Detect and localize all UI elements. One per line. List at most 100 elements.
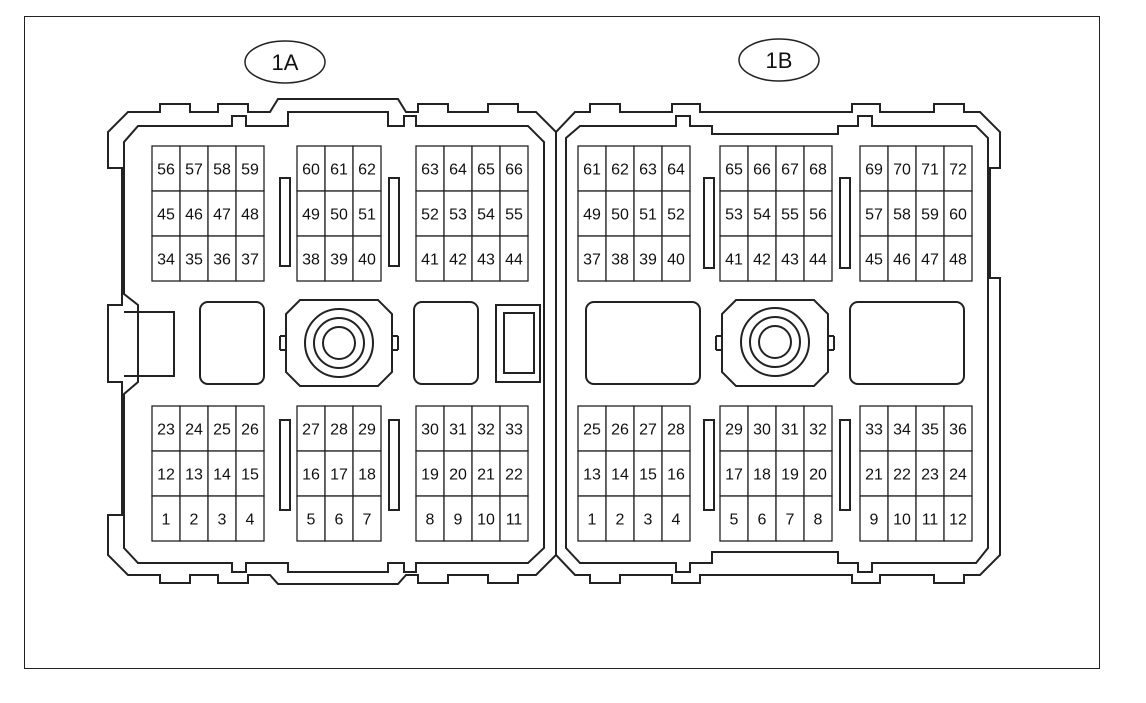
- pin-number: 47: [921, 252, 939, 269]
- pin-number: 56: [157, 162, 175, 179]
- pin-number: 39: [330, 252, 348, 269]
- pin-cell-border: [471, 190, 501, 237]
- pin-number: 41: [421, 252, 439, 269]
- connector-1b-label: 1B: [738, 38, 820, 82]
- pin-number: 9: [454, 512, 463, 529]
- pin-cell-border: [887, 450, 917, 497]
- pin-cell-border: [207, 450, 237, 497]
- pin-number: 60: [302, 162, 320, 179]
- pin-number: 10: [477, 512, 495, 529]
- pin-cell: 47: [207, 190, 237, 237]
- pin-number: 11: [922, 512, 939, 529]
- pin-cell: 2: [179, 495, 209, 542]
- pin-cell-border: [151, 450, 181, 497]
- pin-cell: 63: [415, 145, 445, 192]
- pin-cell: 22: [499, 450, 529, 497]
- pin-cell: 56: [151, 145, 181, 192]
- pin-number: 16: [667, 467, 685, 484]
- pin-cell: 5: [719, 495, 749, 542]
- pin-number: 42: [449, 252, 467, 269]
- pin-cell: 19: [775, 450, 805, 497]
- pin-cell-border: [352, 495, 382, 542]
- pin-cell: 49: [577, 190, 607, 237]
- pin-number: 20: [449, 467, 467, 484]
- pin-cell: 10: [471, 495, 501, 542]
- pin-cell: 39: [324, 235, 354, 282]
- pin-cell-border: [235, 190, 265, 237]
- connector-1a-guide-rib-2: [388, 177, 400, 267]
- pin-cell-border: [775, 450, 805, 497]
- pin-number: 64: [667, 162, 685, 179]
- pin-cell: 40: [661, 235, 691, 282]
- pin-cell: 54: [747, 190, 777, 237]
- pin-cell: 43: [471, 235, 501, 282]
- pin-cell-border: [296, 190, 326, 237]
- pin-cell-border: [235, 145, 265, 192]
- pin-cell: 4: [661, 495, 691, 542]
- pin-cell-border: [235, 495, 265, 542]
- pin-cell: 50: [605, 190, 635, 237]
- pin-cell-border: [915, 235, 945, 282]
- pin-number: 5: [307, 512, 316, 529]
- pin-number: 29: [358, 422, 376, 439]
- pin-number: 8: [814, 512, 823, 529]
- pin-cell-border: [943, 235, 973, 282]
- pin-number: 50: [611, 207, 629, 224]
- pin-cell: 37: [577, 235, 607, 282]
- pin-cell-border: [577, 235, 607, 282]
- pin-number: 66: [753, 162, 771, 179]
- pin-number: 35: [921, 422, 939, 439]
- pin-cell-border: [719, 190, 749, 237]
- connector-1b-guide-rib-4: [839, 419, 851, 511]
- pin-number: 64: [449, 162, 467, 179]
- pin-cell: 28: [324, 405, 354, 452]
- pin-number: 21: [477, 467, 495, 484]
- pin-cell: 38: [605, 235, 635, 282]
- pin-cell: 64: [661, 145, 691, 192]
- pin-cell-border: [499, 405, 529, 452]
- pin-number: 17: [725, 467, 743, 484]
- pin-number: 40: [358, 252, 376, 269]
- pin-cell: 35: [915, 405, 945, 452]
- connector-1a-label: 1A: [244, 40, 326, 84]
- pin-number: 30: [421, 422, 439, 439]
- pin-number: 38: [302, 252, 320, 269]
- pin-cell-border: [324, 190, 354, 237]
- connector-1a-guide-rib-4: [388, 419, 400, 511]
- pin-number: 1: [588, 512, 597, 529]
- pin-number: 1: [162, 512, 171, 529]
- pin-cell: 54: [471, 190, 501, 237]
- pin-number: 58: [213, 162, 231, 179]
- pin-number: 51: [639, 207, 657, 224]
- pin-cell: 44: [499, 235, 529, 282]
- pin-cell: 22: [887, 450, 917, 497]
- pin-cell: 37: [235, 235, 265, 282]
- pin-cell: 15: [235, 450, 265, 497]
- pin-cell: 42: [443, 235, 473, 282]
- pin-cell: 21: [859, 450, 889, 497]
- pin-cell-border: [803, 190, 833, 237]
- pin-number: 18: [358, 467, 376, 484]
- pin-cell: 41: [719, 235, 749, 282]
- pin-cell-border: [661, 405, 691, 452]
- pin-cell: 16: [296, 450, 326, 497]
- pin-number: 63: [639, 162, 657, 179]
- pin-number: 44: [505, 252, 523, 269]
- pin-cell: 43: [775, 235, 805, 282]
- pin-number: 32: [477, 422, 495, 439]
- pin-cell-border: [943, 495, 973, 542]
- pin-number: 6: [758, 512, 767, 529]
- pin-cell-border: [915, 450, 945, 497]
- pin-cell-border: [577, 190, 607, 237]
- pin-cell-border: [151, 495, 181, 542]
- pin-cell: 15: [633, 450, 663, 497]
- connector-1a-cavity-left: [199, 301, 265, 385]
- pin-cell: 62: [352, 145, 382, 192]
- pin-number: 40: [667, 252, 685, 269]
- connector-1a-label-text: 1A: [272, 50, 299, 75]
- pin-cell-border: [747, 145, 777, 192]
